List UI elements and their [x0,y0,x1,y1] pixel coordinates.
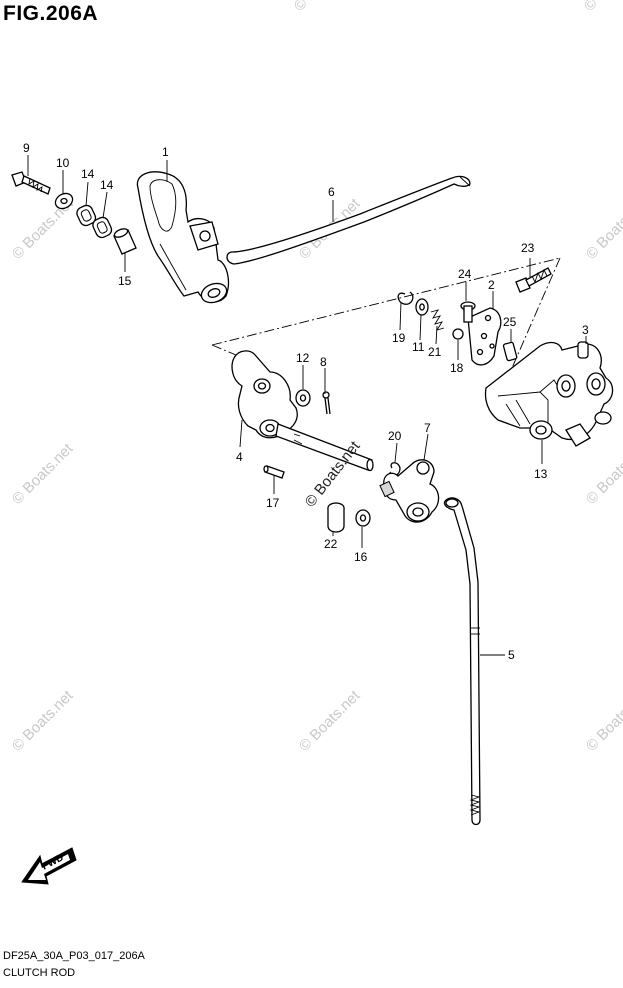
watermark: © Boats.net [583,440,623,508]
footer-figure-name: CLUTCH ROD [3,967,76,979]
part-18-ball [452,328,464,340]
callout-10: 10 [56,156,70,170]
callout-14b: 14 [100,178,114,192]
callout-3: 3 [582,323,589,337]
part-16-washer [355,509,371,527]
callout-22: 22 [324,537,338,551]
watermark: © Boats.net [9,440,77,508]
callout-6: 6 [328,185,335,199]
part-22-bolt [327,502,345,533]
part-12-washer [295,389,311,407]
callout-1: 1 [162,145,169,159]
watermark: © Boats.net [9,687,77,755]
part-6-upper-rod [226,175,471,265]
part-5-lower-rod [443,497,481,826]
figure-title: FIG.206A [3,2,99,25]
watermark: © Boats.net [583,687,623,755]
leader-lines [27,155,587,656]
callout-9: 9 [23,141,30,155]
footer-drawing-code: DF25A_30A_P03_017_206A [3,950,145,962]
part-8-cotter-pin [322,391,331,415]
part-7-lever [379,459,440,523]
part-11-washer [415,298,429,316]
part-3-housing [484,341,614,447]
callout-23: 23 [521,241,535,255]
watermark: © Boats.net [296,687,364,755]
part-4-bracket [231,350,374,472]
callout-8: 8 [320,355,327,369]
watermark: © Boats.net [581,0,623,15]
callout-14a: 14 [81,167,95,181]
part-19-circlip [397,291,414,305]
callout-18: 18 [450,361,464,375]
callout-21: 21 [428,345,442,359]
callout-20: 20 [388,429,402,443]
callout-13: 13 [534,467,548,481]
callout-16: 16 [354,550,368,564]
callout-25: 25 [503,315,517,329]
callout-2: 2 [488,278,495,292]
callout-17: 17 [266,496,280,510]
part-15-bushing [113,228,137,255]
watermark: © Boats.net [291,0,359,15]
part-23-bolt [515,267,552,293]
callout-7: 7 [424,421,431,435]
callout-5: 5 [508,648,515,662]
watermark: © Boats.net [583,195,623,263]
part-21-spring [430,309,445,331]
callout-15: 15 [118,274,132,288]
part-17-pin [263,465,285,479]
callout-12: 12 [296,351,310,365]
part-1-clutch-lever [136,171,230,304]
callouts: 1 2 3 4 5 6 7 8 9 10 11 12 13 14 14 15 1… [23,141,589,662]
part-14-o-rings [76,204,113,239]
callout-11: 11 [412,340,425,354]
part-25-pin [502,341,518,362]
fwd-arrow: FWD [21,847,77,885]
part-2-plate [467,307,502,366]
part-24-screw [460,301,476,323]
part-13-washer [529,420,553,440]
callout-24: 24 [458,267,472,281]
callout-19: 19 [392,331,406,345]
callout-4: 4 [236,450,243,464]
part-10-washer [54,192,74,210]
part-9-bolt [11,171,51,195]
